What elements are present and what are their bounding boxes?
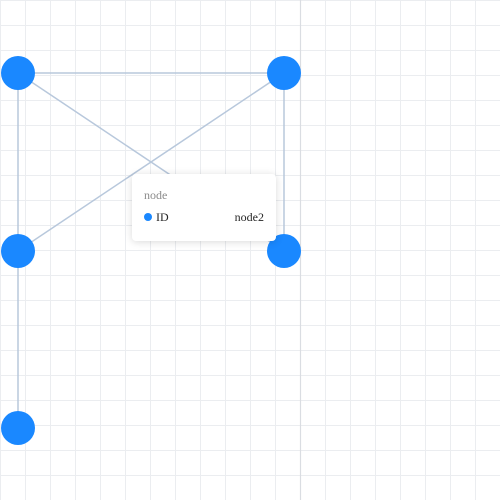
graph-node[interactable] <box>1 56 35 90</box>
graph-node[interactable] <box>1 234 35 268</box>
tooltip-marker-icon <box>144 213 152 221</box>
tooltip-row: ID node2 <box>144 210 264 224</box>
graph-node[interactable] <box>267 56 301 90</box>
graph-node[interactable] <box>1 411 35 445</box>
graph-edge[interactable] <box>17 72 285 252</box>
tooltip-value: node2 <box>234 210 264 224</box>
tooltip-title: node <box>144 188 168 202</box>
nodes-layer <box>1 56 301 445</box>
node-tooltip: node ID node2 <box>132 174 276 241</box>
graph-node[interactable] <box>267 234 301 268</box>
tooltip-key: ID <box>156 210 169 224</box>
